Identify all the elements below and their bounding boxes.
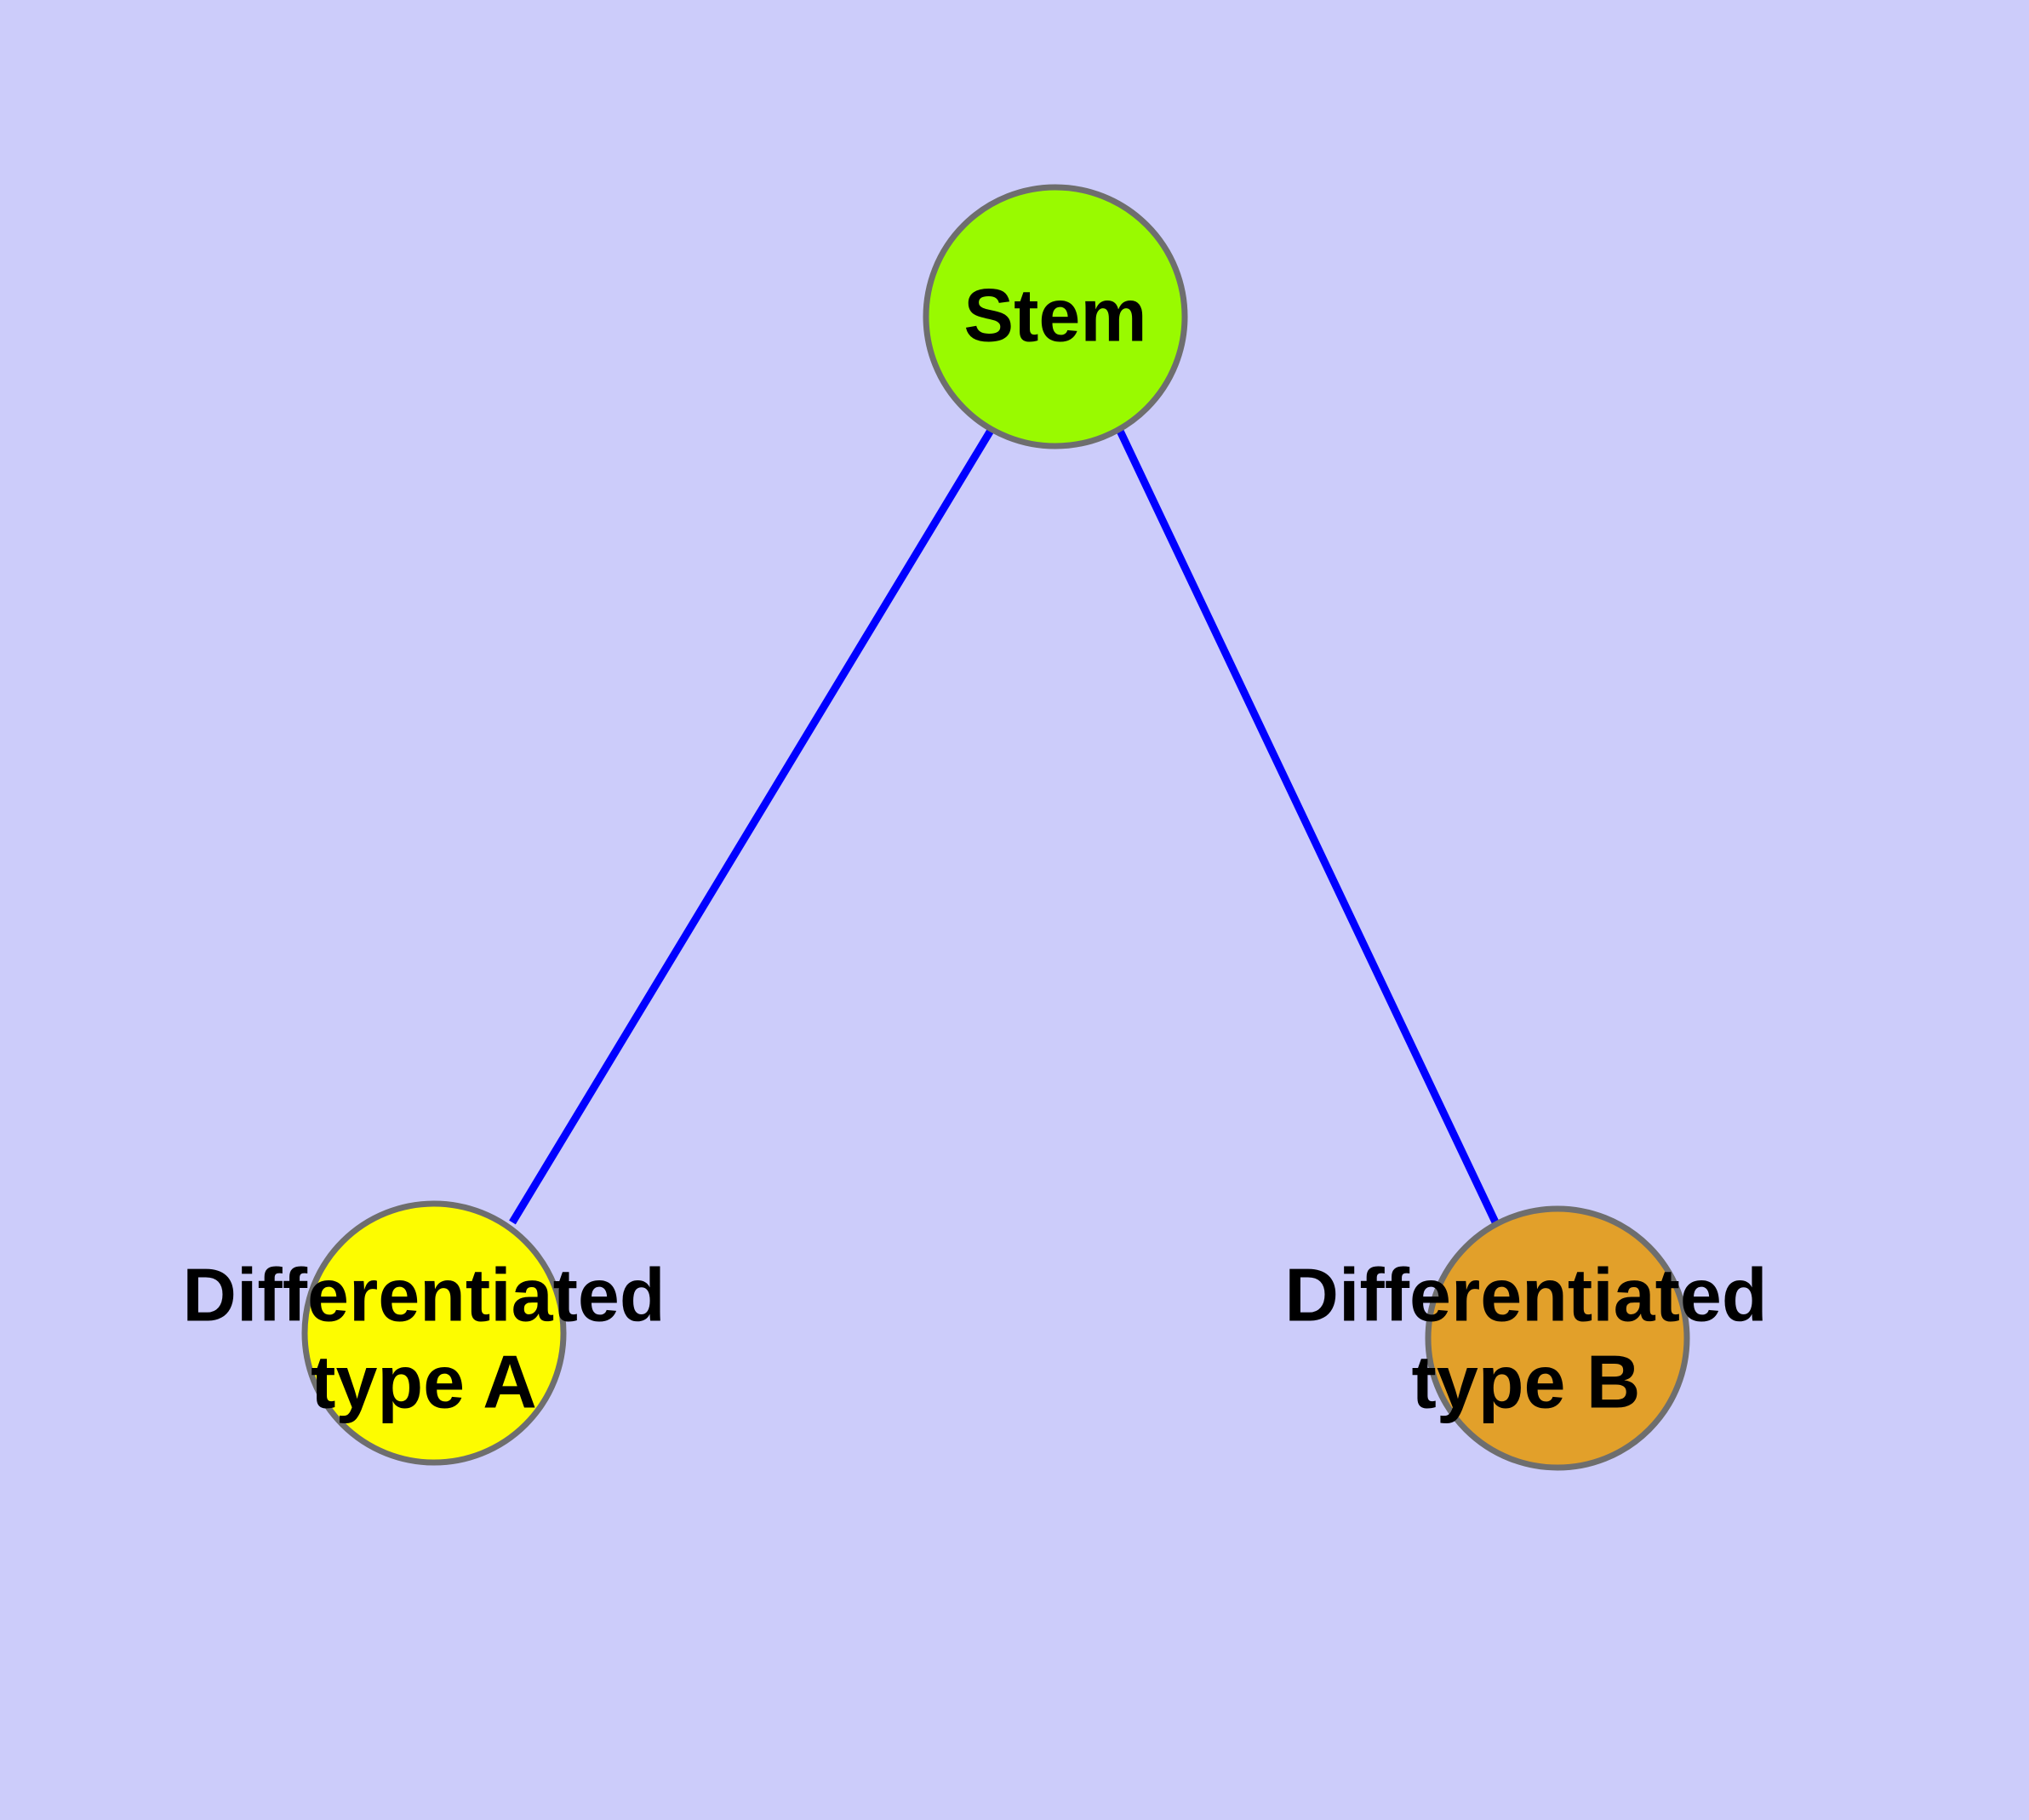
node-diff-b-circle[interactable] [1425,1205,1690,1471]
node-stem-label: Stem [963,272,1146,357]
node-diff-a-label-line1: Differentiated [182,1252,665,1336]
node-stem[interactable]: Stem [923,184,1188,449]
node-diff-a[interactable] [301,1200,567,1466]
node-diff-b[interactable] [1425,1205,1690,1471]
edge-stem-to-diff-b[interactable] [1115,427,1502,1229]
node-diff-a-circle[interactable] [301,1200,567,1466]
node-diff-b-label-line2: type B [1412,1339,1641,1423]
node-diff-a-label-line2: type A [311,1339,537,1423]
node-diff-a-label-group: Differentiated type A [182,1252,665,1423]
edge-stem-to-diff-a[interactable] [509,426,995,1225]
node-diff-b-label-group: Differentiated type B [1284,1252,1767,1423]
node-diff-b-label-line1: Differentiated [1284,1252,1767,1336]
node-layer: Stem Differentiated type A Differentiate… [182,184,1768,1471]
node-stem-circle[interactable] [923,184,1188,449]
edge-layer [509,426,1502,1229]
